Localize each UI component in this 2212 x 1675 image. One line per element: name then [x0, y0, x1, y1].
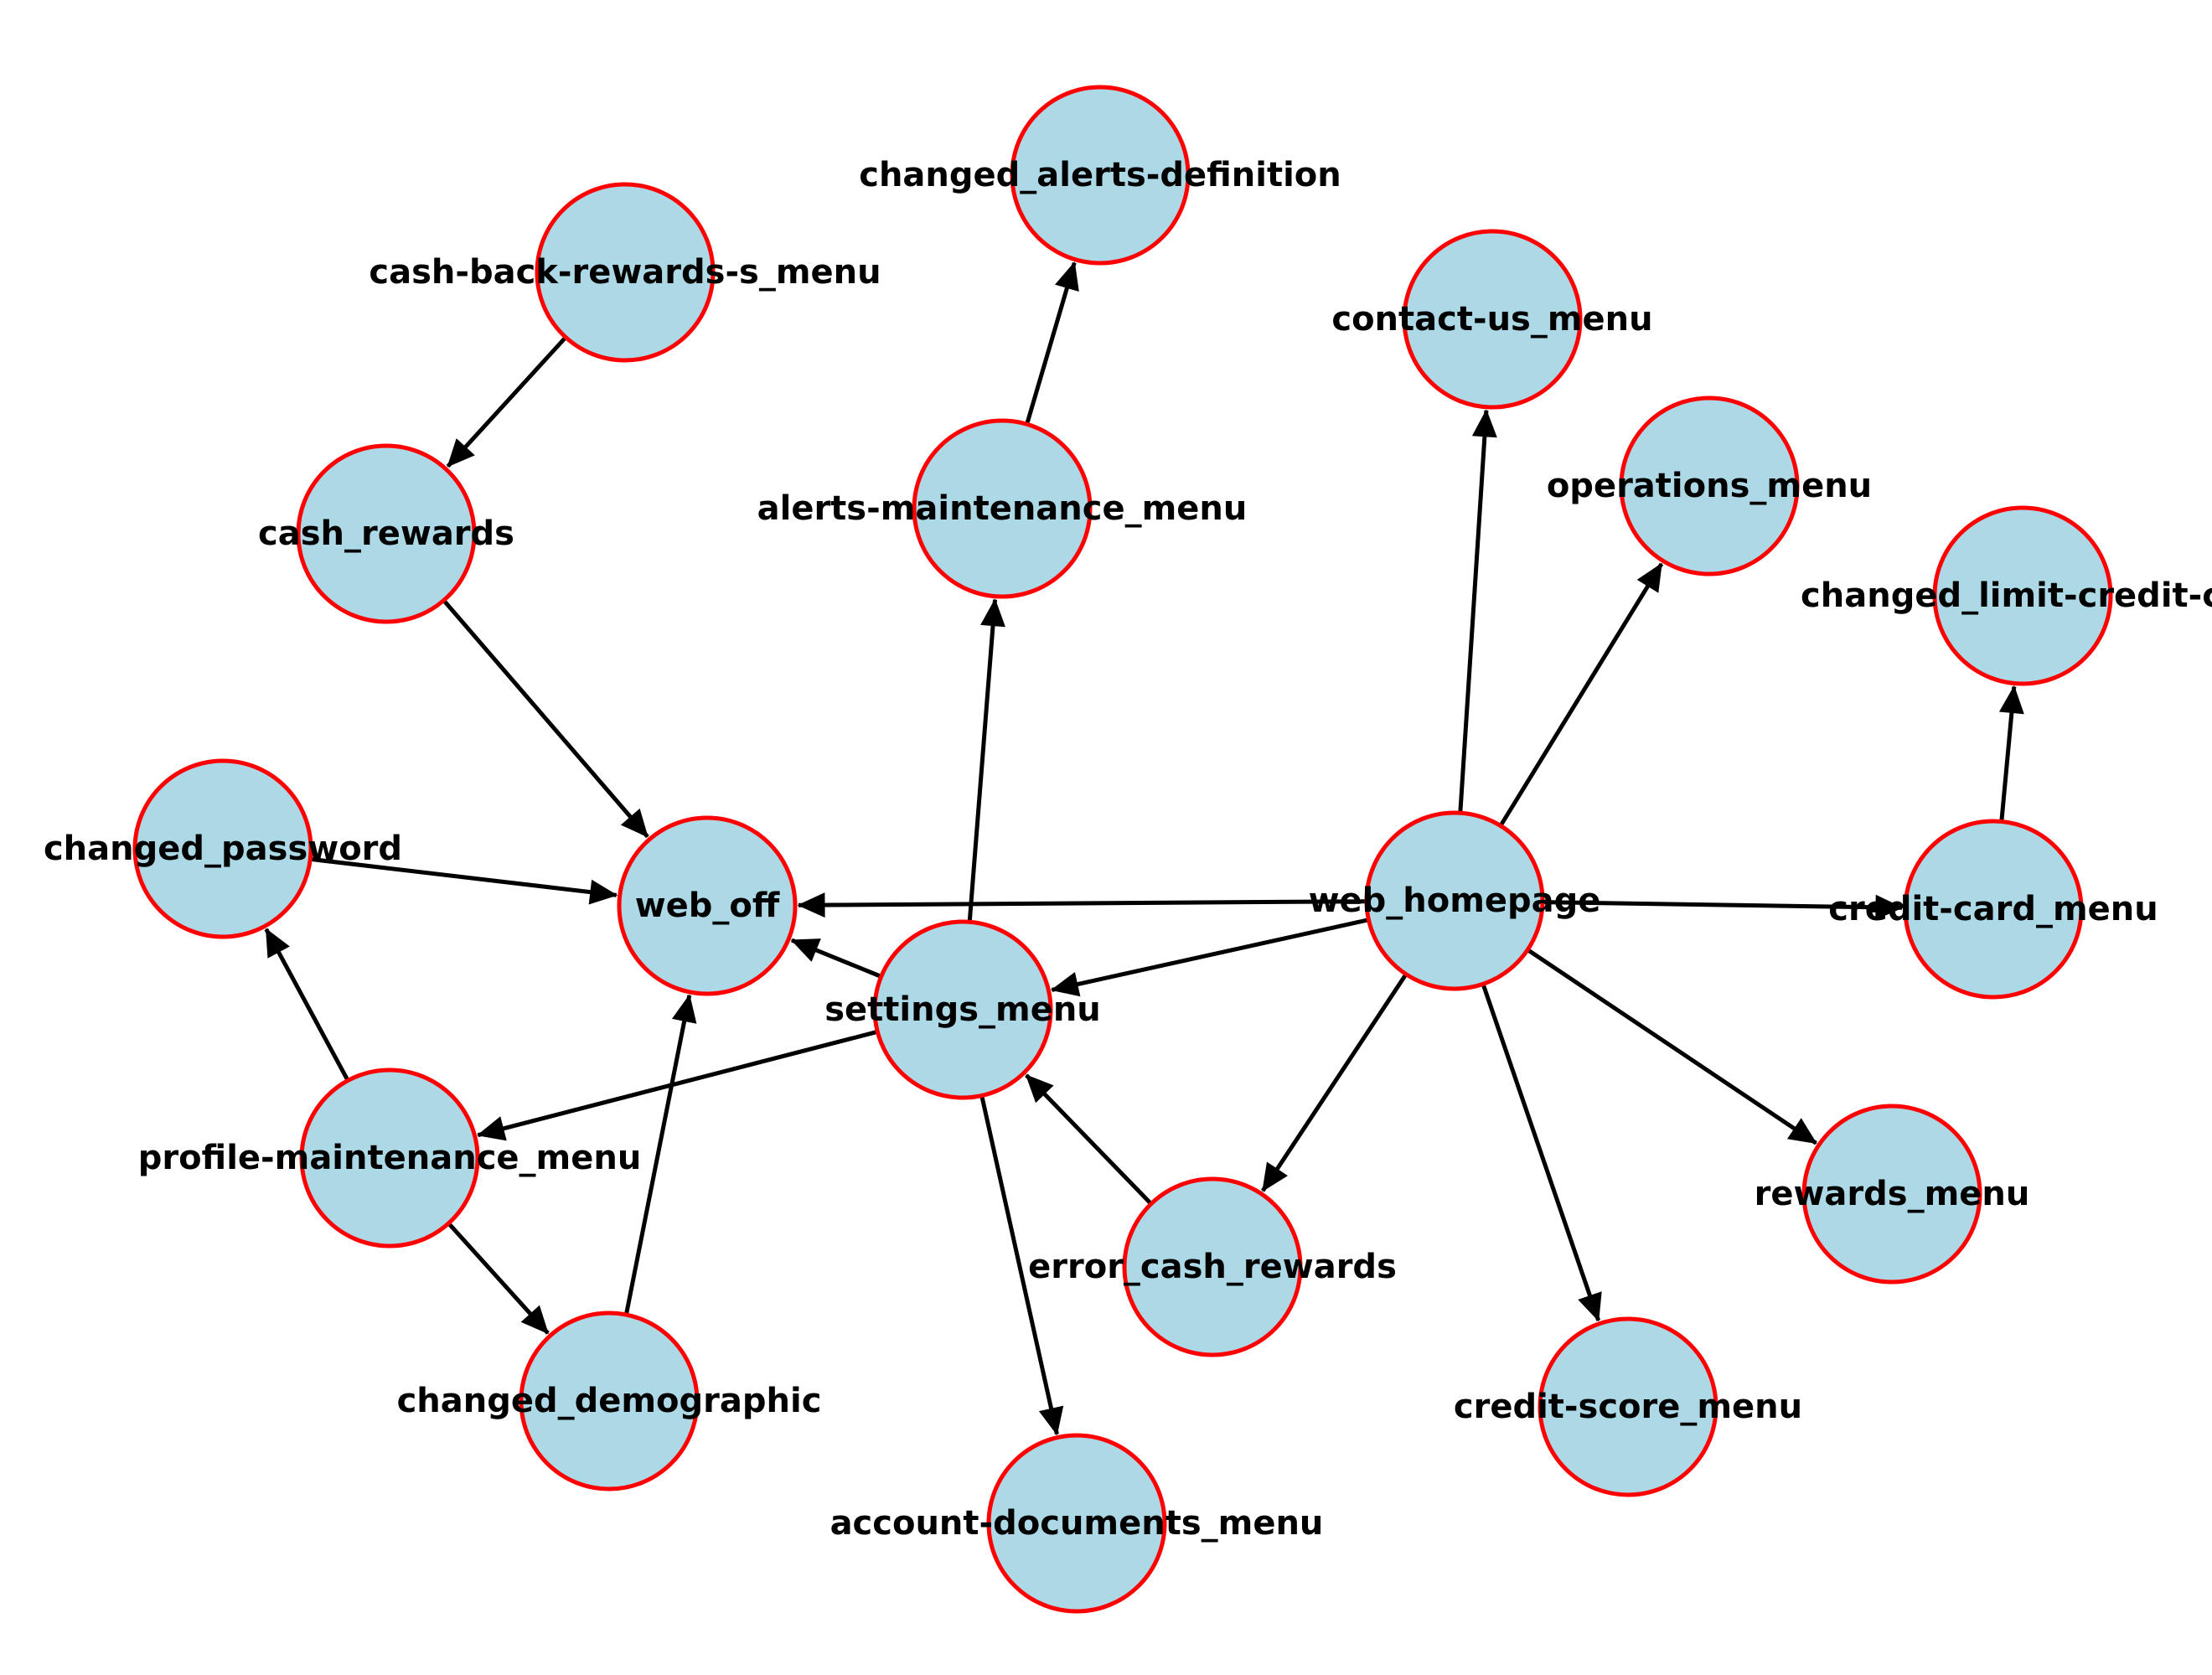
edge-settings_menu-to-web_off: [790, 938, 882, 979]
edge-web_homepage-to-credit-card_menu: [1542, 894, 1904, 920]
node-web_off: [617, 815, 798, 996]
edge-settings_menu-to-profile-maintenance_menu: [477, 1029, 878, 1141]
node-label-profile-maintenance_menu: profile-maintenance_menu: [138, 1139, 642, 1177]
edge-web_homepage-to-web_off: [797, 892, 1367, 918]
edge-changed_demographic-to-web_off: [623, 994, 697, 1316]
edge-profile-maintenance_menu-to-changed_demographic: [447, 1222, 550, 1335]
edge-web_homepage-to-contact-us_menu: [1458, 409, 1497, 814]
node-label-cash-back-rewards-s_menu: cash-back-rewards-s_menu: [369, 253, 881, 292]
edge-settings_menu-to-alerts-maintenance_menu: [967, 598, 1005, 923]
edge-web_homepage-to-credit-score_menu: [1481, 983, 1602, 1322]
node-rewards_menu: [1801, 1104, 1982, 1285]
edge-changed_password-to-web_off: [310, 856, 618, 905]
node-profile-maintenance_menu: [299, 1068, 480, 1248]
node-label-web_off: web_off: [635, 887, 780, 925]
edges-layer: [264, 261, 2024, 1436]
node-label-credit-card_menu: credit-card_menu: [1828, 890, 2158, 928]
nodes-layer: [132, 85, 2113, 1614]
node-label-changed_limit-credit-card: changed_limit-credit-ca: [1801, 576, 2212, 615]
node-label-alerts-maintenance_menu: alerts-maintenance_menu: [757, 489, 1248, 528]
node-changed_demographic: [519, 1311, 700, 1491]
edge-profile-maintenance_menu-to-changed_password: [264, 928, 350, 1082]
node-contact-us_menu: [1402, 229, 1583, 410]
node-label-changed_alerts-definition: changed_alerts-definition: [859, 156, 1341, 194]
node-label-changed_password: changed_password: [44, 830, 402, 868]
edge-settings_menu-to-account-documents_menu: [979, 1094, 1064, 1436]
node-changed_password: [132, 758, 313, 939]
node-web_homepage: [1364, 810, 1545, 991]
edge-web_homepage-to-error_cash_rewards: [1261, 973, 1408, 1192]
node-label-credit-score_menu: credit-score_menu: [1454, 1388, 1802, 1426]
node-settings_menu: [872, 919, 1053, 1100]
node-label-error_cash_rewards: error_cash_rewards: [1028, 1248, 1397, 1286]
edge-credit-card_menu-to-changed_limit-credit-card: [1998, 685, 2024, 822]
node-label-settings_menu: settings_menu: [824, 990, 1101, 1029]
node-credit-card_menu: [1903, 819, 2084, 1000]
node-cash_rewards: [296, 443, 477, 624]
node-changed_alerts-definition: [1010, 85, 1191, 266]
edge-cash-back-rewards-s_menu-to-cash_rewards: [446, 335, 568, 468]
node-account-documents_menu: [986, 1433, 1167, 1614]
labels-layer: changed_alerts-definition cash-back-rewar…: [44, 156, 2212, 1543]
edge-error_cash_rewards-to-settings_menu: [1025, 1073, 1153, 1206]
node-changed_limit-credit-card: [1932, 505, 2113, 686]
node-cash-back-rewards-s_menu: [535, 182, 716, 363]
edge-web_homepage-to-rewards_menu: [1526, 948, 1817, 1145]
node-label-changed_demographic: changed_demographic: [397, 1382, 822, 1420]
node-label-account-documents_menu: account-documents_menu: [830, 1504, 1324, 1543]
node-label-rewards_menu: rewards_menu: [1755, 1175, 2030, 1213]
node-error_cash_rewards: [1122, 1176, 1303, 1357]
edge-alerts-maintenance_menu-to-changed_alerts-definition: [1025, 261, 1079, 426]
node-alerts-maintenance_menu: [912, 418, 1093, 599]
node-label-cash_rewards: cash_rewards: [258, 514, 514, 553]
edge-cash_rewards-to-web_off: [442, 598, 649, 839]
node-label-contact-us_menu: contact-us_menu: [1331, 300, 1652, 339]
edge-web_homepage-to-settings_menu: [1050, 918, 1370, 997]
node-credit-score_menu: [1538, 1316, 1718, 1497]
node-operations_menu: [1619, 395, 1800, 576]
node-label-operations_menu: operations_menu: [1547, 467, 1872, 505]
node-label-web_homepage: web_homepage: [1309, 881, 1601, 920]
edge-web_homepage-to-operations_menu: [1498, 562, 1664, 827]
